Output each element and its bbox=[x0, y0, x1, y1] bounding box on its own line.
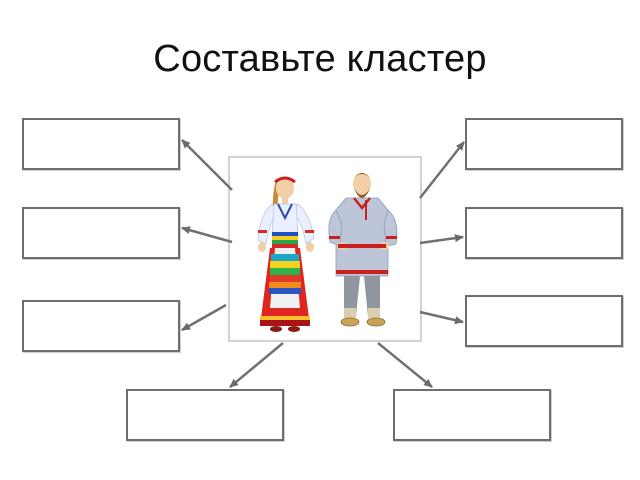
center-picture-frame bbox=[228, 156, 422, 342]
arrow-to-left-middle bbox=[181, 226, 233, 244]
cluster-box-right-top[interactable] bbox=[465, 118, 623, 170]
arrow-to-bottom-right bbox=[377, 342, 433, 388]
cluster-box-right-bottom[interactable] bbox=[465, 295, 623, 347]
cluster-box-left-bottom[interactable] bbox=[22, 300, 180, 352]
arrow-to-right-top bbox=[419, 141, 465, 199]
arrow-to-right-middle bbox=[419, 234, 464, 245]
page-title: Составьте кластер bbox=[153, 38, 487, 80]
arrow-to-right-bottom bbox=[419, 310, 464, 325]
cluster-box-left-top[interactable] bbox=[22, 118, 180, 170]
cluster-box-bottom-right[interactable] bbox=[393, 389, 551, 441]
cluster-box-right-middle[interactable] bbox=[465, 207, 623, 259]
arrow-to-bottom-left bbox=[229, 342, 284, 388]
arrow-to-left-top bbox=[181, 139, 233, 191]
arrow-to-left-bottom bbox=[181, 303, 227, 332]
man-figure bbox=[328, 173, 398, 327]
folk-costume-couple-image bbox=[257, 173, 398, 332]
cluster-box-bottom-left[interactable] bbox=[126, 389, 284, 441]
woman-figure bbox=[257, 176, 315, 332]
cluster-box-left-middle[interactable] bbox=[22, 207, 180, 259]
